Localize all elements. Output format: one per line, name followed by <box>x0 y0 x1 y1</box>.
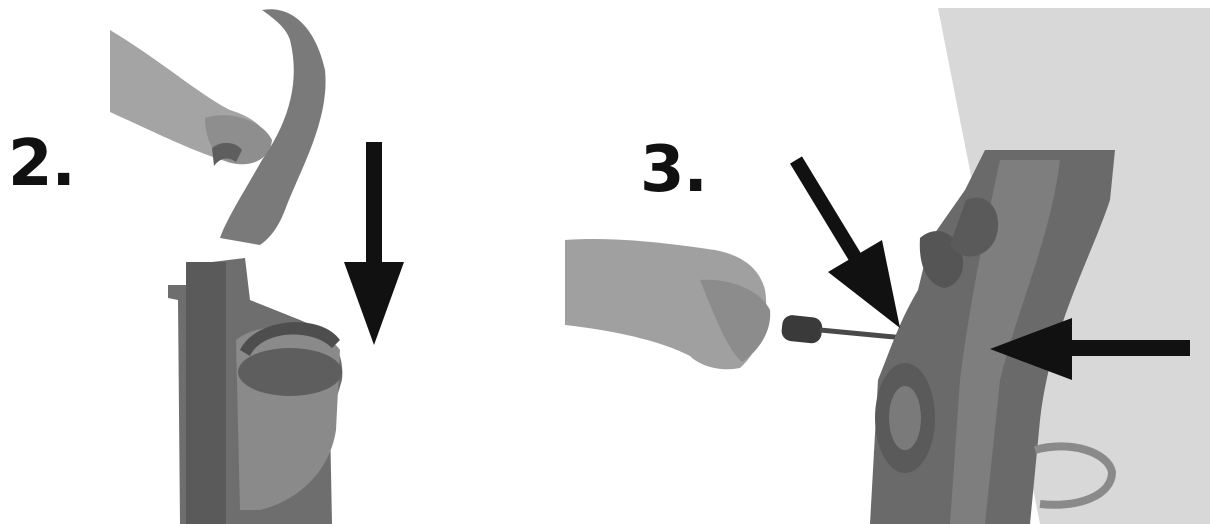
screwdriver-shaft <box>820 330 905 338</box>
step2-illustration <box>110 9 404 524</box>
step3-wheel-inner <box>889 386 921 450</box>
screwdriver-handle <box>781 314 823 344</box>
diagonal-down-arrow-icon <box>796 160 900 328</box>
step-3-number: 3. <box>640 138 707 202</box>
dust-cup-lid <box>238 348 342 396</box>
vacuum-post <box>186 262 226 524</box>
down-arrow-icon <box>344 142 404 345</box>
step-2-number: 2. <box>8 132 75 196</box>
